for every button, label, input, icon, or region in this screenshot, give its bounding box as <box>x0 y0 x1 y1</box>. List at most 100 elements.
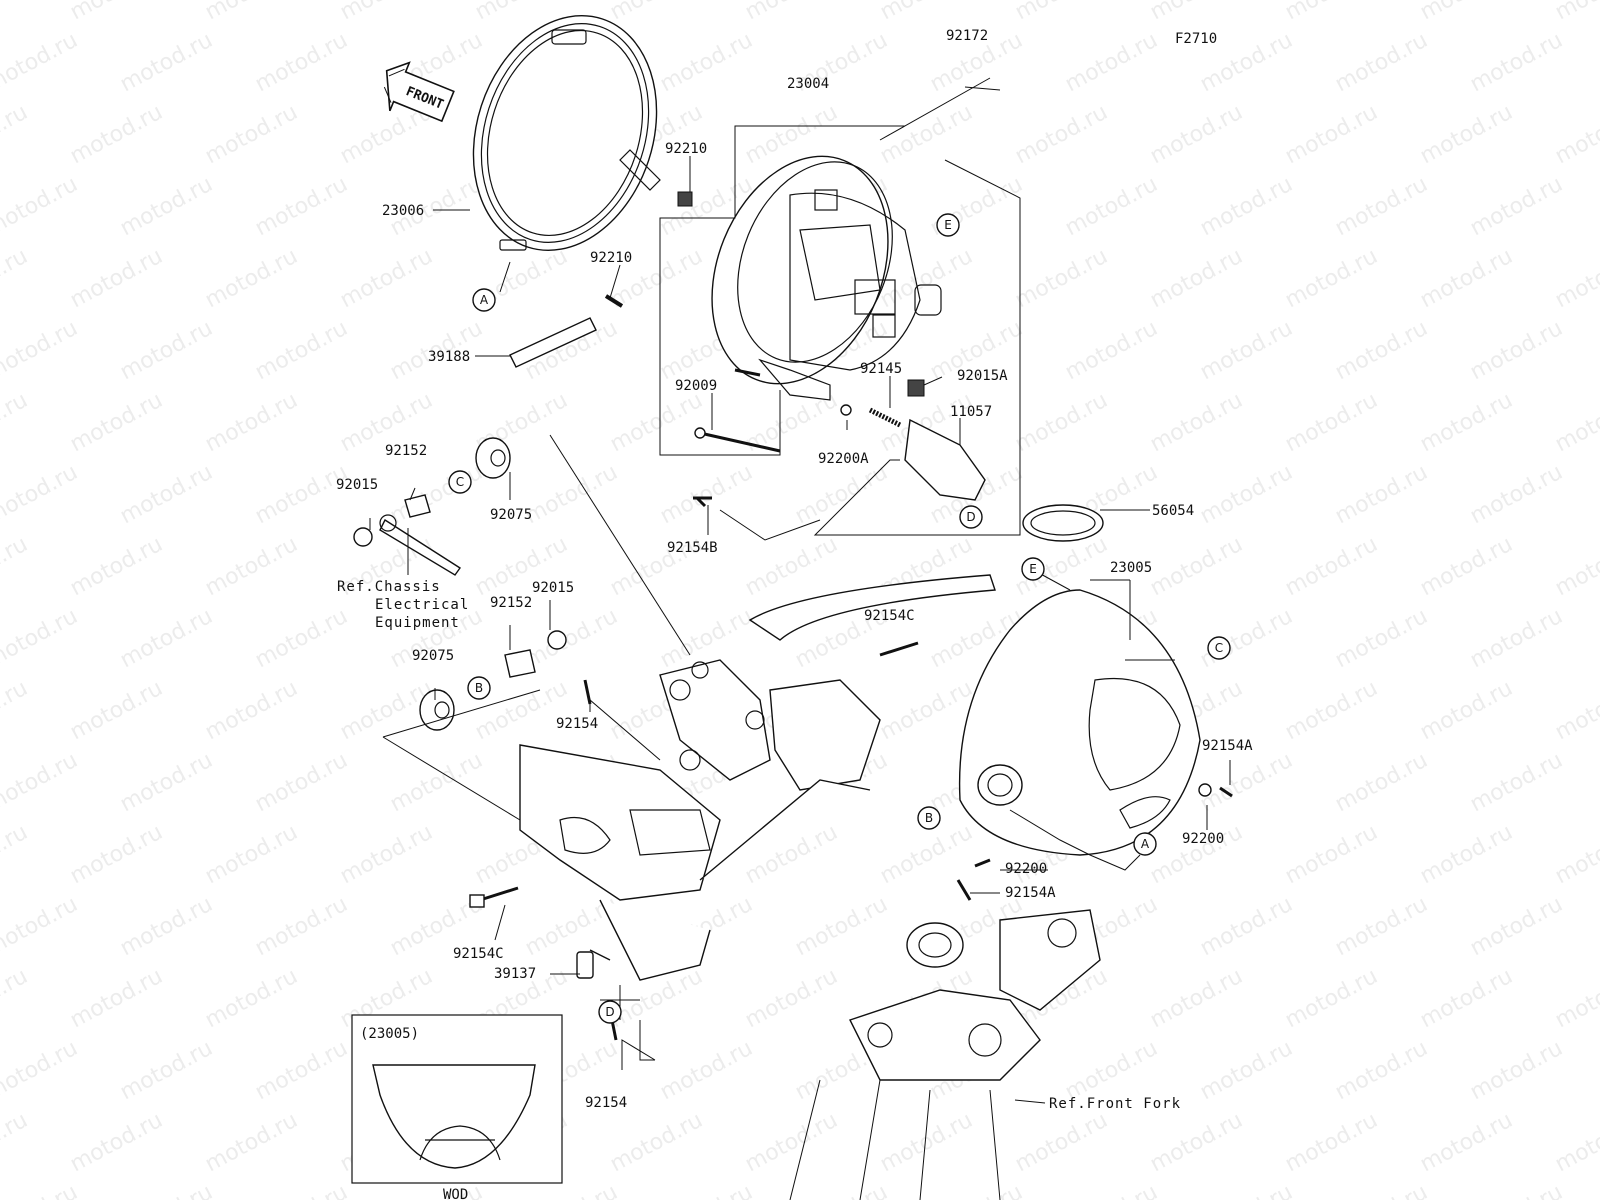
watermark-text: motod.ru <box>1011 388 1112 457</box>
watermark-text: motod.ru <box>791 1180 892 1200</box>
watermark-text: motod.ru <box>116 316 217 385</box>
watermark-text: motod.ru <box>201 388 302 457</box>
label-11057: 11057 <box>950 404 992 420</box>
watermark-text: motod.ru <box>1146 964 1247 1033</box>
watermark-text: motod.ru <box>1196 1036 1297 1105</box>
bolt-92154C-upper <box>879 641 919 657</box>
watermark-text: motod.ru <box>1011 0 1112 25</box>
label-23005: 23005 <box>1110 560 1152 576</box>
ref-chassis-line1: Ref.Chassis <box>337 579 441 595</box>
watermark-text: motod.ru <box>0 820 32 889</box>
bolt-92154A-right <box>1219 786 1233 798</box>
svg-text:C: C <box>456 475 464 489</box>
watermark-text: motod.ru <box>0 244 32 313</box>
watermark-text: motod.ru <box>656 1180 757 1200</box>
watermark-text: motod.ru <box>1196 748 1297 817</box>
watermark-text: motod.ru <box>1551 532 1600 601</box>
svg-text:A: A <box>480 293 489 307</box>
label-92200-right: 92200 <box>1182 831 1224 847</box>
watermark-text: motod.ru <box>1331 28 1432 97</box>
watermark-text: motod.ru <box>251 604 352 673</box>
watermark-text: motod.ru <box>66 244 167 313</box>
watermark-text: motod.ru <box>0 28 82 97</box>
watermark-text: motod.ru <box>1551 388 1600 457</box>
svg-text:E: E <box>1029 562 1037 576</box>
washer-92200A <box>840 404 852 416</box>
label-92172: 92172 <box>946 28 988 44</box>
watermark-text: motod.ru <box>0 676 32 745</box>
watermark-text: motod.ru <box>0 0 32 25</box>
watermark-text: motod.ru <box>251 316 352 385</box>
watermark-text: motod.ru <box>1011 100 1112 169</box>
watermark-text: motod.ru <box>926 1180 1027 1200</box>
watermark-text: motod.ru <box>116 28 217 97</box>
callout-D-bracket: D <box>959 505 983 529</box>
label-92015-lower: 92015 <box>532 580 574 596</box>
watermark-text: motod.ru <box>1331 1180 1432 1200</box>
bracket-chassis <box>379 518 461 576</box>
callout-A-rim: A <box>472 288 496 312</box>
watermark-text: motod.ru <box>1551 244 1600 313</box>
nut-92015A <box>907 379 925 397</box>
watermark-text: motod.ru <box>0 100 32 169</box>
watermark-text: motod.ru <box>1281 244 1382 313</box>
label-92152-upper: 92152 <box>385 443 427 459</box>
watermark-text: motod.ru <box>1196 1180 1297 1200</box>
svg-text:D: D <box>966 510 975 524</box>
label-39188: 39188 <box>428 349 470 365</box>
svg-text:E: E <box>944 218 952 232</box>
figure-code: F2710 <box>1175 31 1217 47</box>
svg-text:A: A <box>1141 837 1150 851</box>
watermark-text: motod.ru <box>0 172 82 241</box>
watermark-text: motod.ru <box>66 0 167 25</box>
watermark-text: motod.ru <box>741 964 842 1033</box>
watermark-text: motod.ru <box>1281 532 1382 601</box>
watermark-text: motod.ru <box>606 0 707 25</box>
bolt-92154B <box>693 496 712 508</box>
watermark-text: motod.ru <box>116 892 217 961</box>
label-92200-lower: 92200 <box>1005 861 1047 877</box>
washer-92200-lower <box>974 858 991 868</box>
watermark-text: motod.ru <box>0 892 82 961</box>
ref-front-fork: Ref.Front Fork <box>1049 1096 1181 1112</box>
watermark-text: motod.ru <box>741 0 842 25</box>
watermark-text: motod.ru <box>1551 1108 1600 1177</box>
label-92154C-upper: 92154C <box>864 608 915 624</box>
watermark-text: motod.ru <box>251 892 352 961</box>
watermark-text: motod.ru <box>1551 964 1600 1033</box>
watermark-text: motod.ru <box>1416 244 1517 313</box>
watermark-text: motod.ru <box>1011 244 1112 313</box>
callout-E-cowl: E <box>1021 557 1045 581</box>
clip-nut-92210-upper <box>677 191 693 207</box>
watermark-text: motod.ru <box>1061 1036 1162 1105</box>
watermark-text: motod.ru <box>251 28 352 97</box>
headlight-unit <box>711 155 942 401</box>
watermark-text: motod.ru <box>0 1180 82 1200</box>
watermark-text: motod.ru <box>0 964 32 1033</box>
inset-title: (23005) <box>360 1026 419 1042</box>
bolt-92009 <box>699 431 781 453</box>
watermark-text: motod.ru <box>1146 388 1247 457</box>
watermark-text: motod.ru <box>251 172 352 241</box>
label-92154A-lower: 92154A <box>1005 885 1056 901</box>
watermark-text: motod.ru <box>0 1108 32 1177</box>
label-23004: 23004 <box>787 76 829 92</box>
watermark-text: motod.ru <box>876 1108 977 1177</box>
watermark-text: motod.ru <box>1331 1036 1432 1105</box>
watermark-text: motod.ru <box>201 244 302 313</box>
label-39188 <box>509 317 597 368</box>
watermark-text: motod.ru <box>876 100 977 169</box>
leader-lines <box>369 77 1231 1104</box>
watermark-text: motod.ru <box>1331 604 1432 673</box>
watermark-text: motod.ru <box>1061 316 1162 385</box>
watermark-text: motod.ru <box>1146 0 1247 25</box>
watermark-text: motod.ru <box>116 1180 217 1200</box>
watermark-text: motod.ru <box>201 1108 302 1177</box>
watermark-text: motod.ru <box>1416 676 1517 745</box>
watermark-text: motod.ru <box>116 172 217 241</box>
watermark-text: motod.ru <box>656 28 757 97</box>
watermark-text: motod.ru <box>1061 28 1162 97</box>
nut-92015-upper <box>353 527 373 547</box>
watermark-text: motod.ru <box>336 820 437 889</box>
